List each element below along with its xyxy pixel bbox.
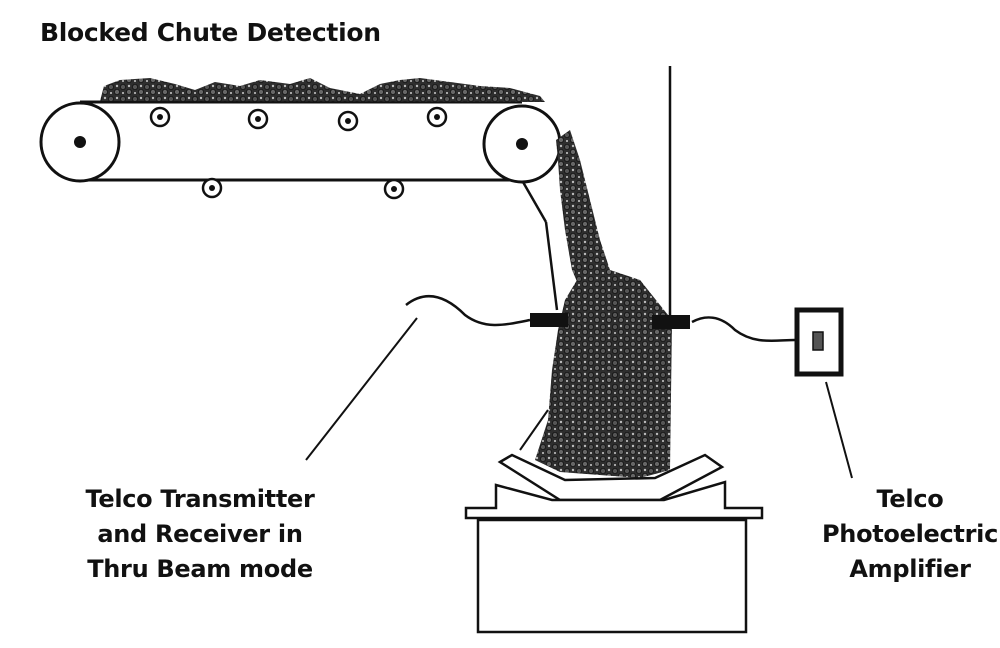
transmitter-cable [405,295,531,327]
head-pulley-right [482,104,562,184]
leader-line-amplifier [825,381,853,479]
label-line: Telco Transmitter [85,485,315,513]
label-line: Telco [876,485,944,513]
label-line: Photoelectric [822,520,998,548]
transmitter [405,295,568,327]
photoelectric-amplifier [794,307,844,377]
chute [521,66,672,316]
label-line: Amplifier [849,555,971,583]
receiver [652,315,796,343]
blocked-material [535,270,672,478]
receiver-cable [691,316,796,343]
receiving-hopper [464,453,764,634]
idler-rollers [149,106,448,200]
head-pulley-left [39,101,121,183]
diagram-title: Blocked Chute Detection [40,18,381,47]
amplifier-label: Telco Photoelectric Amplifier [815,482,1000,587]
label-line: Thru Beam mode [87,555,313,583]
label-line: and Receiver in [97,520,303,548]
material-on-belt [100,78,545,102]
falling-material [556,130,655,300]
transmitter-receiver-label: Telco Transmitter and Receiver in Thru B… [60,482,340,587]
leader-line-transmitter [305,317,418,461]
conveyor-belt [39,78,562,200]
